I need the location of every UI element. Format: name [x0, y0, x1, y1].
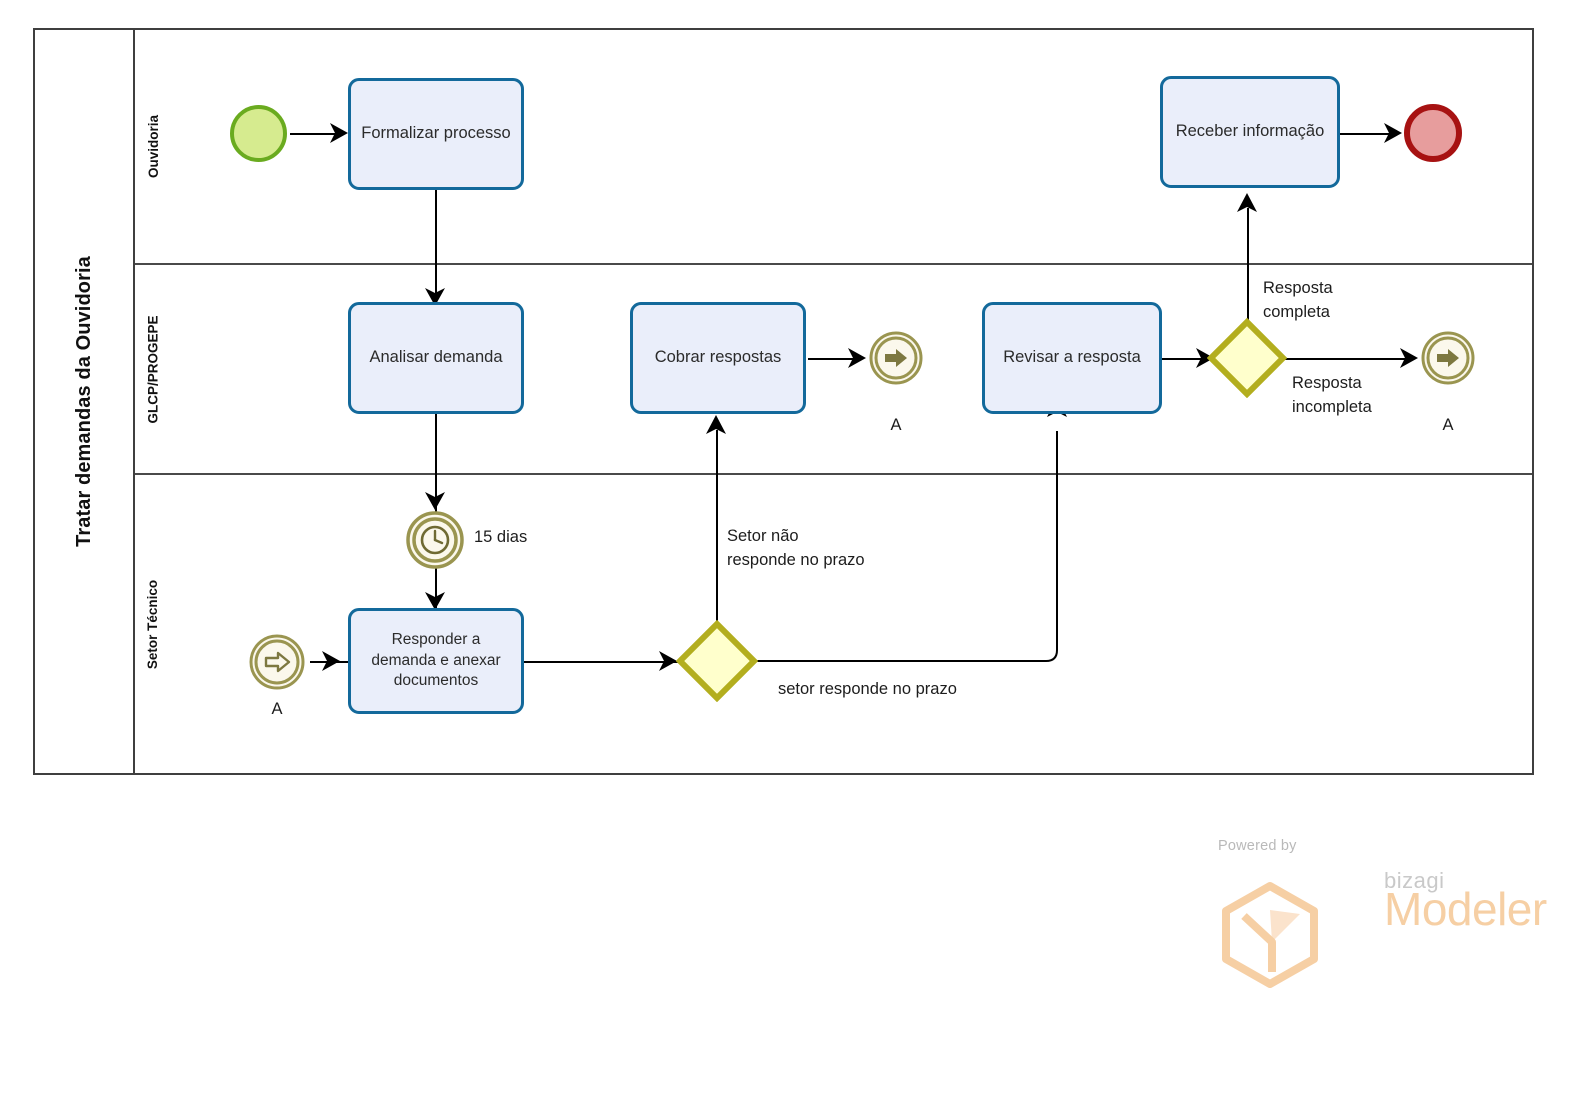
flow-gateway-middle-to-linkthrow	[1283, 358, 1408, 360]
flow-formalizar-to-analisar	[435, 188, 437, 298]
gateway-resposta-completa[interactable]	[1206, 317, 1288, 399]
flow-revisar-to-gateway-middle	[1162, 358, 1212, 360]
bizagi-watermark: Powered by bizagi Modeler	[1208, 838, 1547, 988]
link-throw-event-a-revisar[interactable]	[1420, 330, 1476, 386]
timer-intermediate-event[interactable]	[405, 510, 465, 570]
lane-glcp-progepe-label-text: GLCP/PROGEPE	[145, 314, 161, 424]
link-catch-event-a[interactable]	[248, 633, 306, 691]
link-throw-event-a-revisar-label: A	[1442, 416, 1454, 434]
lane-setor-tecnico-label: Setor Técnico	[135, 475, 171, 773]
flow-timer-to-responder	[435, 565, 437, 610]
task-receber-informacao[interactable]: Receber informação	[1160, 76, 1340, 188]
edge-label-setor-responde: setor responde no prazo	[778, 680, 957, 698]
arrowhead-responder-to-gateway-bottom	[659, 651, 677, 671]
arrowhead-receber-to-end	[1384, 123, 1402, 143]
link-catch-event-a-label: A	[271, 700, 283, 718]
arrowhead-gateway-middle-to-receber	[1237, 193, 1257, 212]
lane-glcp-progepe: GLCP/PROGEPE	[135, 263, 1532, 473]
flow-responder-to-gateway-bottom	[524, 661, 679, 663]
watermark-modeler-text: Modeler	[1384, 883, 1547, 935]
task-cobrar-respostas-label: Cobrar respostas	[654, 348, 782, 367]
flow-start-to-formalizar	[290, 133, 338, 135]
flow-receber-to-end	[1340, 133, 1398, 135]
task-analisar-demanda[interactable]: Analisar demanda	[348, 302, 524, 414]
arrowhead-revisar-to-gateway-middle	[1196, 348, 1214, 368]
task-formalizar-processo[interactable]: Formalizar processo	[348, 78, 524, 190]
flow-gateway-middle-to-receber	[1247, 208, 1249, 323]
arrowhead-analisar-to-timer	[425, 492, 445, 510]
task-receber-informacao-label: Receber informação	[1175, 122, 1325, 141]
timer-event-label: 15 dias	[474, 528, 528, 546]
lane-ouvidoria-label: Ouvidoria	[135, 30, 171, 263]
task-responder-demanda-anexar-documentos[interactable]: Responder a demanda e anexar documentos	[348, 608, 524, 714]
arrowhead-linkcatch-to-responder	[322, 651, 340, 671]
task-formalizar-processo-label: Formalizar processo	[361, 124, 511, 143]
end-event[interactable]	[1404, 104, 1462, 162]
task-revisar-a-resposta-label: Revisar a resposta	[1003, 348, 1141, 367]
link-throw-event-a-cobrar-label: A	[890, 416, 902, 434]
flow-cobrar-to-linkthrow	[808, 358, 858, 360]
edge-label-resposta-completa: Resposta completa	[1263, 279, 1333, 321]
lane-setor-tecnico-label-text: Setor Técnico	[145, 579, 161, 669]
arrowhead-cobrar-to-linkthrow	[848, 348, 866, 368]
flow-analisar-to-timer	[435, 412, 437, 512]
arrowhead-timer-to-responder	[425, 592, 445, 610]
gateway-setor-responde[interactable]	[675, 619, 759, 703]
link-throw-event-a-cobrar[interactable]	[868, 330, 924, 386]
bizagi-hexagon-icon	[1222, 882, 1318, 988]
pool-title: Tratar demandas da Ouvidoria	[35, 30, 135, 773]
task-analisar-demanda-label: Analisar demanda	[369, 348, 503, 367]
arrowhead-gateway-middle-to-linkthrow	[1400, 348, 1418, 368]
task-revisar-a-resposta[interactable]: Revisar a resposta	[982, 302, 1162, 414]
task-responder-demanda-label: Responder a demanda e anexar documentos	[371, 631, 501, 690]
arrowhead-formalizar-to-analisar	[425, 288, 445, 306]
edge-label-setor-nao-responde: Setor não responde no prazo	[727, 527, 865, 569]
watermark-bizagi-text: bizagi	[1384, 868, 1445, 893]
lane-glcp-progepe-label: GLCP/PROGEPE	[135, 265, 171, 473]
start-event[interactable]	[230, 105, 287, 162]
lane-ouvidoria-label-text: Ouvidoria	[145, 114, 161, 179]
watermark-powered-by: Powered by	[1218, 838, 1297, 854]
task-cobrar-respostas[interactable]: Cobrar respostas	[630, 302, 806, 414]
pool-title-text: Tratar demandas da Ouvidoria	[72, 256, 95, 547]
arrowhead-start-to-formalizar	[330, 123, 348, 143]
lane-container: Ouvidoria GLCP/PROGEPE Setor Técnico	[135, 30, 1532, 773]
flow-gateway-bottom-to-cobrar	[716, 430, 718, 624]
arrowhead-gateway-bottom-to-cobrar	[706, 415, 726, 434]
edge-label-resposta-incompleta: Resposta incompleta	[1292, 374, 1372, 416]
lane-setor-tecnico: Setor Técnico	[135, 473, 1532, 773]
